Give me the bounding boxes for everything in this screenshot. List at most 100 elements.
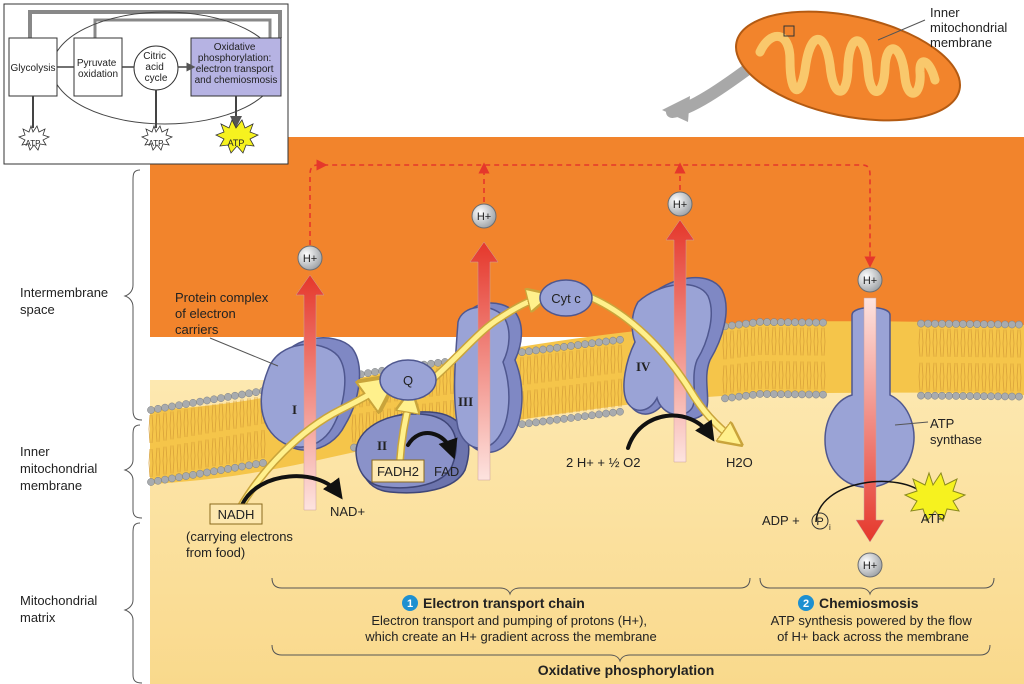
etc-number: 1 (407, 598, 413, 610)
lipid-head (210, 395, 218, 404)
lipid-tail (211, 404, 217, 467)
cyt-c-label: Cyt c (551, 291, 581, 306)
lipid-head (196, 469, 204, 478)
lipid-tail (1009, 329, 1015, 392)
lipid-head (609, 336, 617, 345)
lipid-head (728, 393, 736, 402)
lipid-head (1015, 320, 1023, 329)
lipid-tail (918, 328, 924, 391)
inset-glycolysis-box (8, 37, 58, 97)
carrying-electrons-label: (carrying electrons from food) (186, 529, 297, 560)
fad-label: FAD (434, 464, 459, 479)
lipid-head (581, 340, 589, 349)
protein-complex-label: Protein complex of electron carriers (175, 290, 272, 337)
atp-product: ATP (903, 471, 967, 526)
lipid-head (812, 390, 820, 399)
lipid-tail (204, 405, 210, 468)
h-ion (297, 245, 323, 271)
lipid-tail (526, 356, 532, 419)
complex-ii-label: II (377, 438, 387, 453)
lipid-tail (946, 328, 952, 391)
lipid-tail (743, 328, 749, 391)
lipid-head (819, 390, 827, 399)
h-ion (667, 191, 693, 217)
lipid-head (147, 478, 155, 486)
lipid-tail (750, 327, 756, 390)
lipid-head (245, 461, 253, 470)
lipid-head (924, 391, 932, 400)
reaction-arrows (240, 413, 715, 507)
lipid-head (987, 320, 995, 329)
ubiquinone-q: Q (379, 359, 437, 401)
electron-path (236, 297, 735, 512)
lipid-head (770, 318, 778, 326)
proton-arrow-complex-iii (469, 241, 499, 481)
proton-arrow-complex-iv (665, 219, 695, 463)
lipid-head (252, 388, 260, 396)
lipid-head (189, 471, 197, 479)
inset-atp-burst-1 (17, 124, 51, 151)
lipid-head (588, 339, 596, 348)
lipid-head (1008, 392, 1016, 401)
lipid-head (154, 404, 162, 413)
lipid-head (742, 391, 750, 400)
h-ion-label: H+ (863, 275, 877, 287)
inset-atp-burst-3 (215, 119, 259, 154)
lipid-head (574, 341, 582, 349)
h-ion-label: H+ (863, 560, 877, 572)
lipid-tail (239, 399, 245, 462)
lipid-head (560, 414, 568, 423)
lipid-head (595, 338, 603, 347)
lipid-head (966, 320, 974, 328)
protein-complex-pointer (209, 337, 279, 367)
lipid-head (546, 344, 554, 353)
atp-synthase-label: ATP synthase (930, 416, 982, 447)
lipid-head (742, 319, 750, 328)
lipid-head (553, 415, 561, 424)
h-ion-label: H+ (303, 253, 317, 265)
lipid-head (161, 403, 169, 412)
lipid-head (595, 410, 603, 419)
lipid-tail (575, 350, 581, 413)
lipid-tail (799, 327, 805, 390)
proton-ions: H+H+H+H+H+ (297, 191, 883, 578)
lipid-head (749, 390, 757, 399)
lipid-head (161, 475, 169, 484)
lipid-head (798, 390, 806, 399)
atp-formation-arrow (815, 480, 928, 523)
lipid-head (539, 417, 547, 426)
lipid-head (945, 392, 953, 400)
lipid-head (959, 320, 967, 328)
lipid-head (196, 397, 204, 406)
lipid-tail (442, 366, 448, 429)
inset-atp-1: ATP (26, 139, 41, 148)
lipid-head (553, 343, 561, 352)
lipid-head (938, 319, 946, 328)
lipid-head (602, 409, 610, 418)
complex-iv-label: IV (636, 359, 651, 374)
lipid-tail (960, 328, 966, 392)
chemi-title: Chemiosmosis (819, 595, 919, 611)
lipid-head (203, 396, 211, 405)
lipid-head (175, 401, 183, 410)
lipid-tail (519, 357, 525, 420)
inset-atp-3: ATP (228, 138, 245, 148)
lipid-head (777, 318, 785, 327)
phosphate-pi: P i (811, 512, 831, 532)
water-label: H2O (726, 455, 753, 470)
lipid-tail (1002, 329, 1008, 392)
pi-label: P (816, 516, 823, 528)
lipid-head (217, 394, 225, 402)
inset-oxphos-label: Oxidative phosphorylation: electron tran… (195, 42, 278, 86)
h-ion (857, 267, 883, 293)
lipid-head (532, 418, 540, 427)
lipid-tail (939, 328, 945, 391)
lipid-head (175, 473, 183, 482)
inset-atp-2: ATP (149, 139, 164, 148)
lipid-tail (547, 353, 553, 416)
lipid-tail (1016, 329, 1022, 392)
lipid-tail (253, 397, 259, 460)
lipid-head (567, 342, 575, 350)
lipid-tail (197, 406, 203, 469)
